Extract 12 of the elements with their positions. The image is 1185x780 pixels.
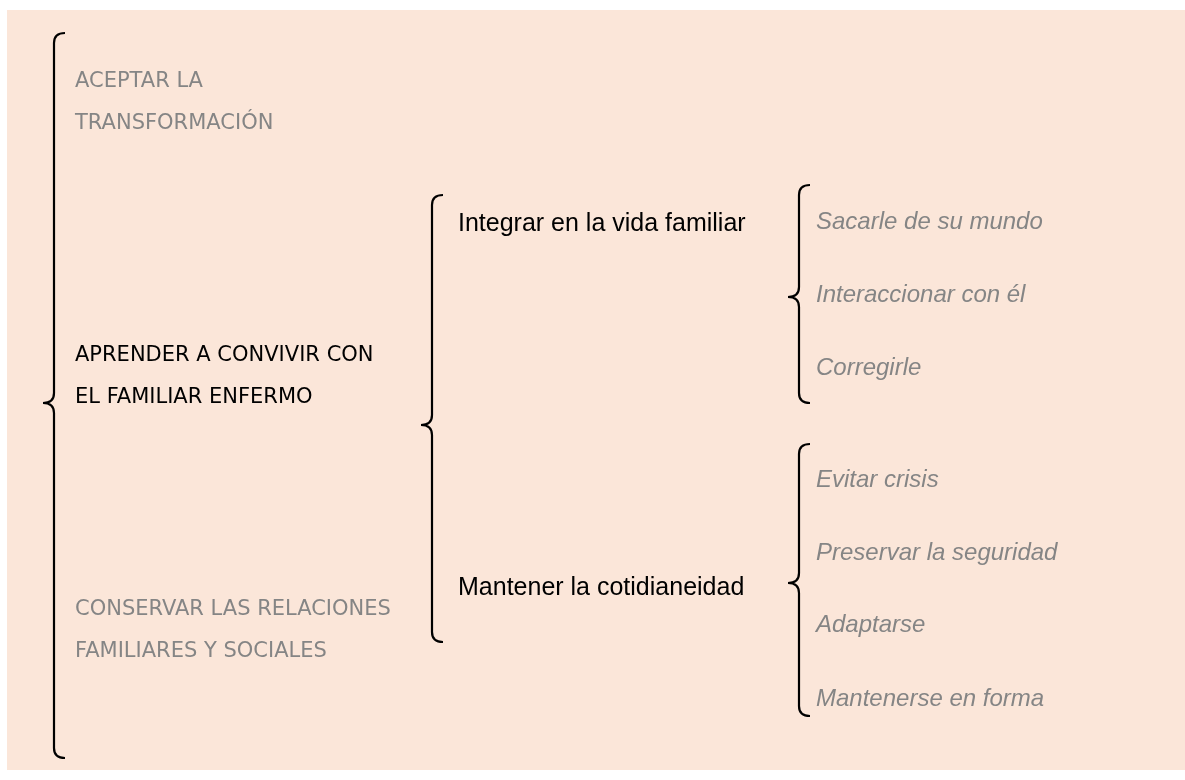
item-text: Evitar crisis — [816, 464, 939, 494]
subcategory-text: Integrar en la vida familiar — [458, 207, 747, 238]
item-text: Preservar la seguridad — [816, 537, 1058, 567]
item-text: Adaptarse — [816, 609, 926, 639]
item-text: Mantenerse en forma — [816, 683, 1045, 713]
category-heading: ACEPTAR LA TRANSFORMACIÓN — [75, 67, 275, 136]
subcategory-text: Mantener la cotidianeidad — [458, 571, 746, 602]
category-heading: CONSERVAR LAS RELACIONES FAMILIARES Y SOCIALES — [75, 595, 392, 664]
item-text: Interaccionar con él — [816, 279, 1026, 309]
item-text: Sacarle de su mundo — [816, 206, 1043, 236]
item-text: Corregirle — [816, 352, 922, 382]
category-heading: APRENDER A CONVIVIR CON EL FAMILIAR ENFERMO — [75, 341, 375, 410]
